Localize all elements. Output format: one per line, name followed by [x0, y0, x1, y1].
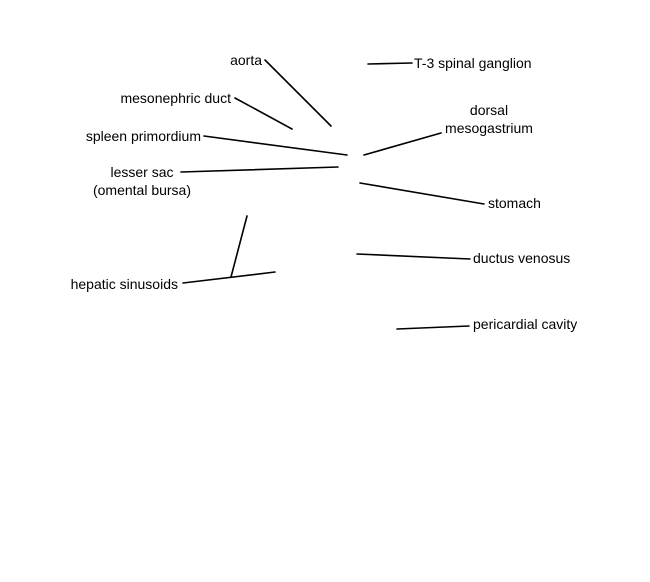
label-hepatic-sinusoids: hepatic sinusoids [70, 276, 178, 292]
t3-spinal-ganglion-leader [367, 62, 413, 65]
ductus-venosus-leader [356, 253, 471, 260]
label-stomach: stomach [488, 195, 541, 211]
label-aorta: aorta [230, 52, 262, 68]
spleen-primordium-leader [203, 135, 348, 156]
hepatic-sinusoids-branch-leader [230, 215, 248, 278]
stomach-leader [359, 182, 485, 205]
label-lesser-sac: lesser sac (omental bursa) [92, 164, 192, 198]
hepatic-sinusoids-leader [182, 271, 276, 284]
aorta-leader [264, 59, 332, 127]
pericardial-cavity-leader [396, 325, 470, 330]
dorsal-mesogastrium-leader [363, 132, 442, 156]
label-spleen-primordium: spleen primordium [85, 128, 201, 144]
label-dorsal-mesogastrium: dorsal mesogastrium [445, 102, 533, 136]
label-mesonephric-duct: mesonephric duct [120, 90, 231, 106]
label-t3-spinal-ganglion: T-3 spinal ganglion [414, 55, 532, 71]
label-ductus-venosus: ductus venosus [473, 250, 571, 266]
label-pericardial-cavity: pericardial cavity [473, 316, 578, 332]
lesser-sac-leader [180, 166, 339, 173]
mesonephric-duct-leader [234, 97, 293, 130]
